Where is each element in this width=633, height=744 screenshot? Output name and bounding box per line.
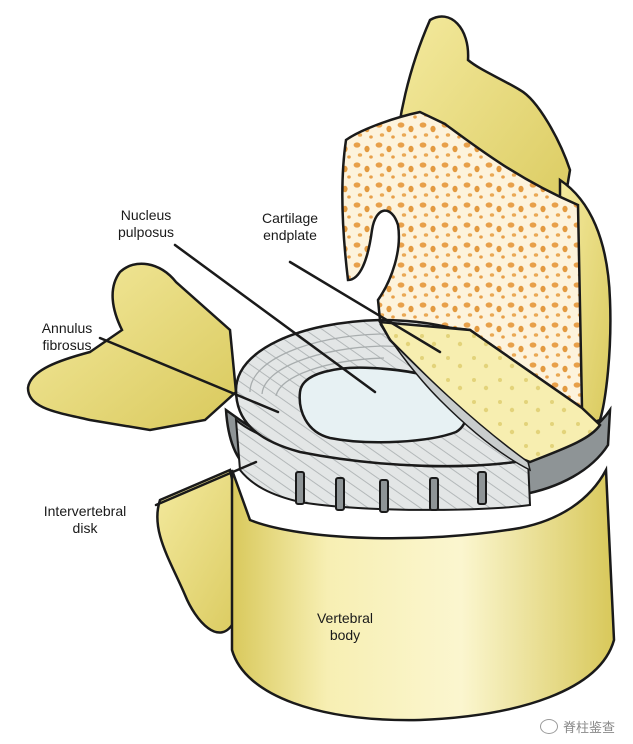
- leader-lines: [98, 243, 442, 507]
- annulus-lamella-notches: [295, 471, 487, 513]
- watermark: 脊柱鉴查: [539, 717, 615, 736]
- left-transverse-process: [26, 262, 238, 432]
- watermark-text: 脊柱鉴查: [562, 721, 615, 736]
- wechat-icon: [539, 719, 558, 734]
- vertebral-body-shape: [230, 465, 616, 722]
- cancellous-bone-section: [341, 110, 584, 411]
- disk-cut-face: [379, 323, 532, 472]
